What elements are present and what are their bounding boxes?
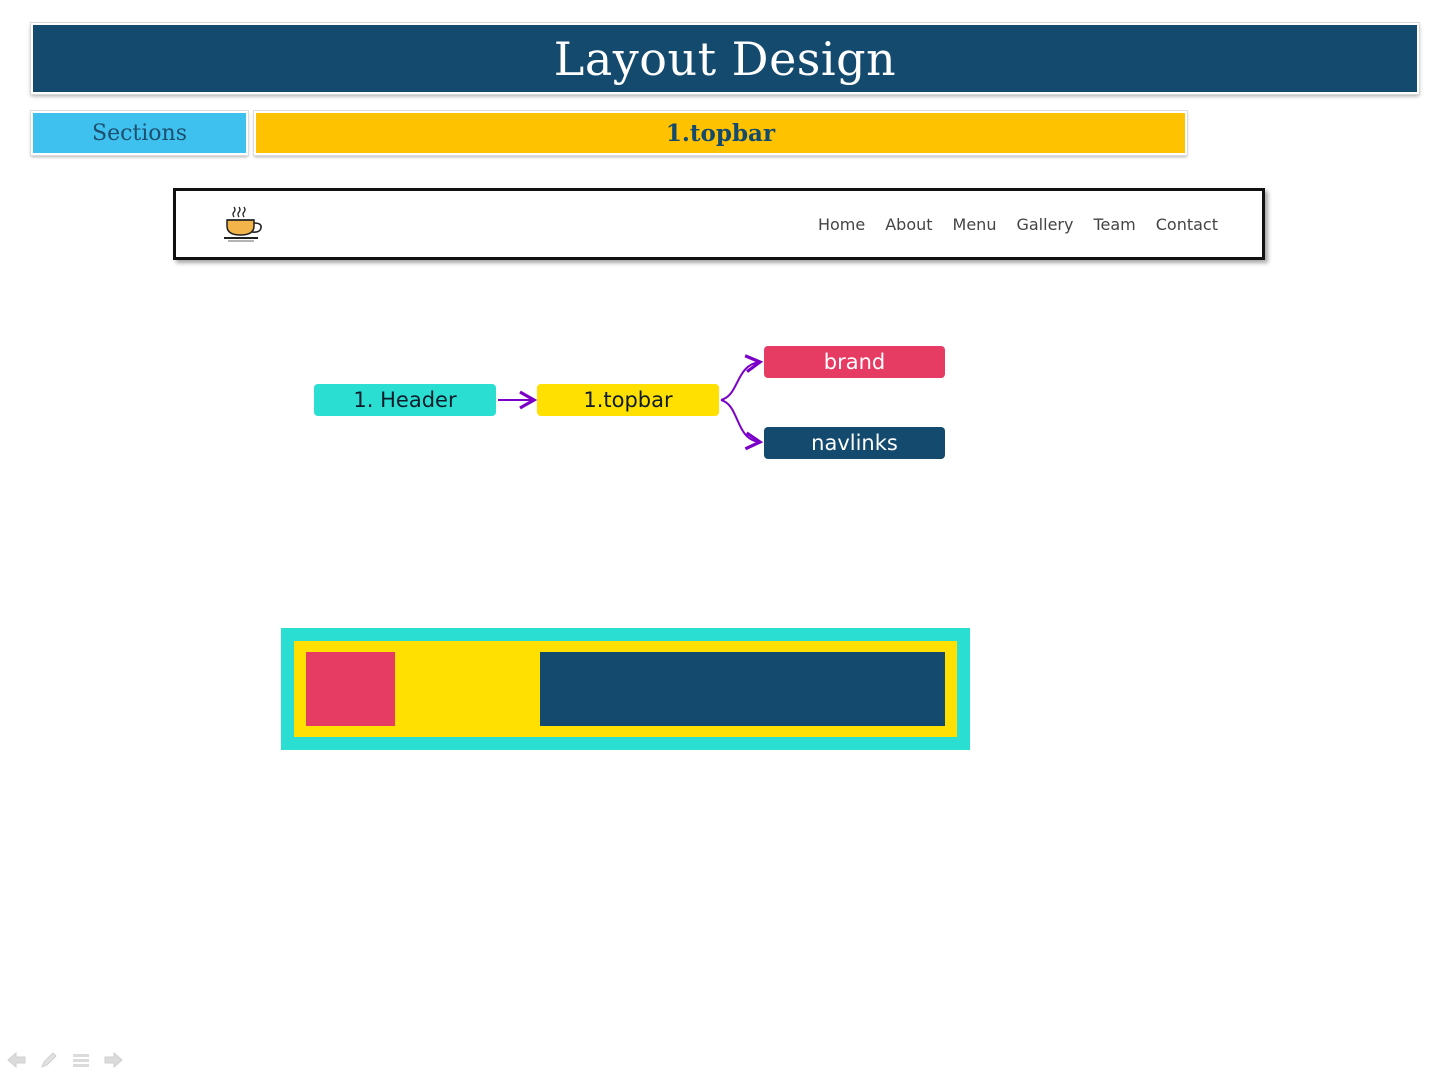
diagram-node-header: 1. Header [314,384,496,416]
menu-icon[interactable] [70,1050,92,1070]
diagram-node-brand: brand [764,346,945,378]
layout-brand-block [306,652,395,726]
nav-link-home[interactable]: Home [817,214,866,234]
layout-topbar-block [294,641,957,737]
title-bar: Layout Design [30,22,1420,95]
nav-link-gallery[interactable]: Gallery [1016,214,1074,234]
arrow-topbar-to-navlinks [720,399,764,451]
sections-label: Sections [30,110,249,156]
nav-link-team[interactable]: Team [1093,214,1136,234]
presentation-controls [6,1050,124,1070]
layout-header-block [281,628,970,750]
mock-topbar: Home About Menu Gallery Team Contact [173,188,1265,260]
current-section-label: 1.topbar [253,110,1188,156]
arrow-topbar-to-brand [720,354,764,401]
nav-link-about[interactable]: About [885,214,933,234]
diagram-node-topbar: 1.topbar [537,384,719,416]
nav-link-menu[interactable]: Menu [952,214,997,234]
mock-nav-links: Home About Menu Gallery Team Contact [818,191,1218,257]
coffee-cup-icon[interactable] [222,205,264,245]
previous-icon[interactable] [6,1050,28,1070]
nav-link-contact[interactable]: Contact [1155,214,1218,234]
layout-navlinks-block [540,652,945,726]
page-title: Layout Design [553,31,897,86]
diagram-node-navlinks: navlinks [764,427,945,459]
next-icon[interactable] [102,1050,124,1070]
pen-icon[interactable] [38,1050,60,1070]
